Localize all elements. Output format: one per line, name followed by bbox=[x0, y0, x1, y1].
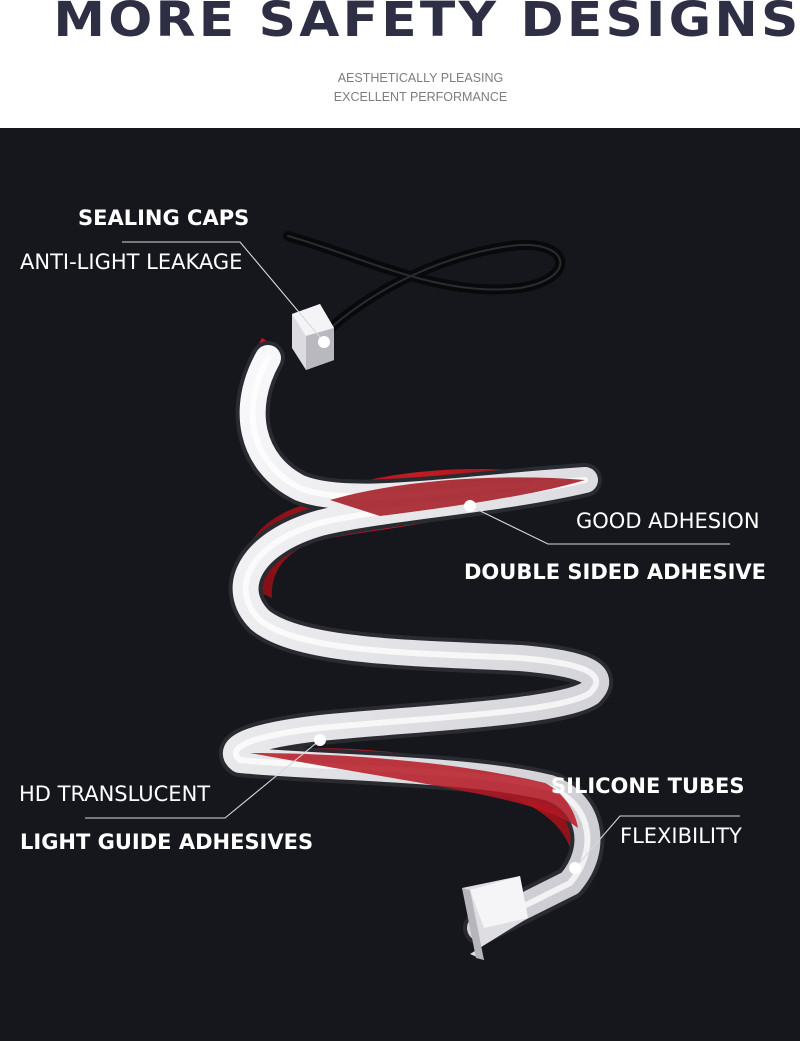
header-section: MORE SAFETY DESIGNS AESTHETICALLY PLEASI… bbox=[0, 0, 800, 128]
page-title: MORE SAFETY DESIGNS bbox=[53, 0, 800, 48]
callout-sealing-caps: SEALING CAPS bbox=[78, 206, 250, 230]
callout-light-guide-adhesives: LIGHT GUIDE ADHESIVES bbox=[20, 830, 314, 854]
callout-flexibility: FLEXIBILITY bbox=[620, 824, 742, 848]
callout-double-sided-adhesive: DOUBLE SIDED ADHESIVE bbox=[464, 560, 766, 584]
callout-anti-light-leakage: ANTI-LIGHT LEAKAGE bbox=[20, 250, 243, 274]
callout-markers bbox=[314, 336, 581, 874]
callout-silicone-tubes: SILICONE TUBES bbox=[551, 774, 745, 798]
callout-lines bbox=[85, 241, 740, 869]
subtitle-line-1: AESTHETICALLY PLEASING bbox=[337, 71, 504, 85]
marker-sealing-caps bbox=[318, 336, 330, 348]
subtitle-line-2: EXCELLENT PERFORMANCE bbox=[333, 90, 508, 104]
sealing-cap-top bbox=[292, 304, 334, 370]
marker-silicone-tubes bbox=[569, 862, 581, 874]
callout-hd-translucent: HD TRANSLUCENT bbox=[19, 782, 211, 806]
adhesive-highlight bbox=[250, 477, 585, 828]
marker-hd-translucent bbox=[314, 734, 326, 746]
product-feature-panel: SEALING CAPS ANTI-LIGHT LEAKAGE GOOD ADH… bbox=[0, 128, 800, 1041]
marker-good-adhesion bbox=[464, 500, 476, 512]
end-cap-bottom bbox=[462, 876, 528, 960]
led-strip-spiral-illustration bbox=[85, 231, 740, 960]
callout-good-adhesion: GOOD ADHESION bbox=[576, 509, 760, 533]
